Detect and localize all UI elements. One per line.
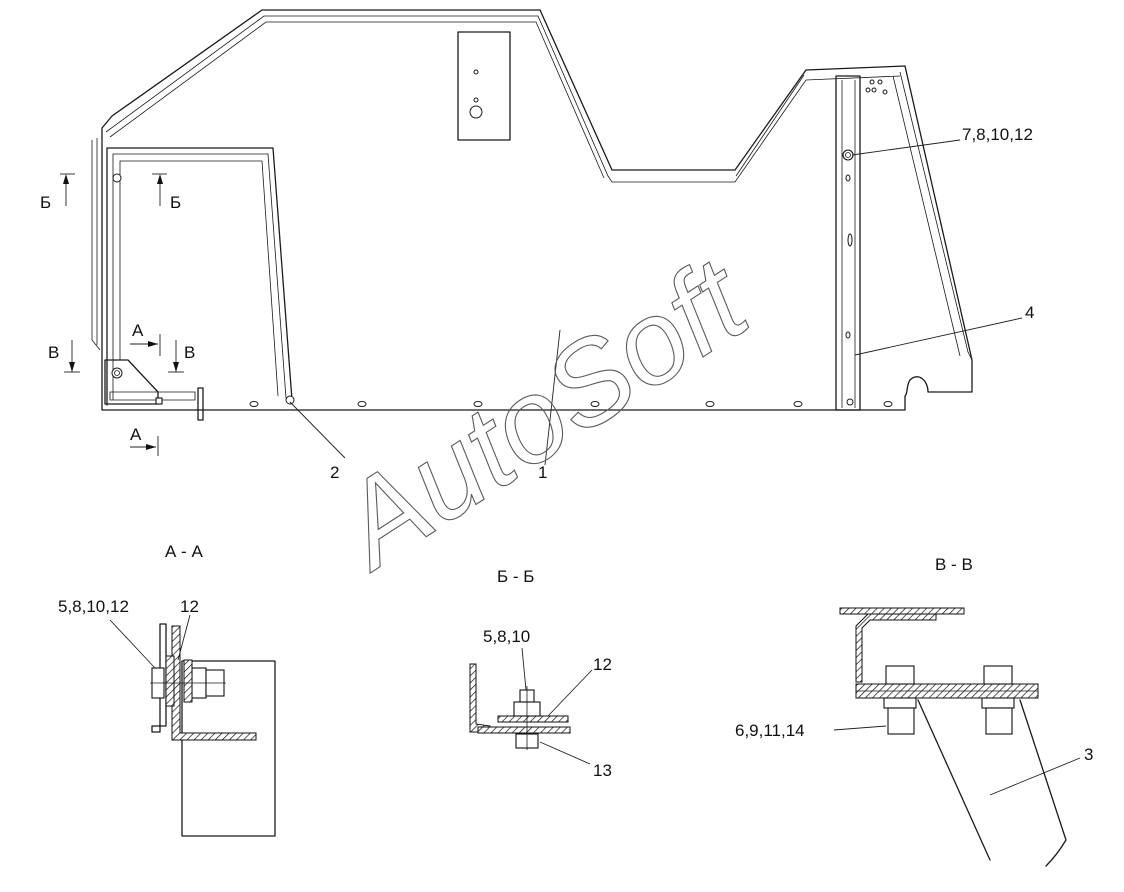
section-bb-view: Б - Б 5,8,10 12 13 (469, 567, 612, 780)
section-mark-a-top (130, 334, 161, 356)
callout-2: 2 (330, 463, 339, 482)
section-mark-b-right (152, 173, 167, 206)
vv-callout-bolt: 6,9,11,14 (735, 721, 805, 740)
mark-a-bottom: А (130, 425, 142, 444)
section-aa-view: А - А 5,8,10,12 12 (58, 542, 276, 837)
bottom-holes (249, 401, 893, 407)
section-vv-title: В - В (935, 555, 973, 574)
mark-b-right: Б (170, 193, 181, 212)
leader-7 (851, 139, 961, 156)
section-bb-title: Б - Б (497, 567, 534, 586)
top-flange-2 (109, 21, 605, 179)
section-aa-title: А - А (165, 542, 203, 561)
callout-1: 1 (538, 463, 547, 482)
panel-outline (101, 9, 973, 411)
corner-bracket (104, 359, 204, 421)
callout-7-8-10-12: 7,8,10,12 (962, 125, 1033, 144)
bb-callout-washer: 12 (593, 655, 612, 674)
part-3-tube (917, 699, 1067, 867)
bb-callout-bolt: 5,8,10 (483, 627, 530, 646)
watermark: AutoSoft (312, 232, 772, 595)
leader-2 (289, 401, 346, 459)
section-mark-b-left (60, 173, 75, 206)
post-part-4 (835, 75, 888, 411)
callout-4: 4 (1025, 303, 1034, 322)
section-mark-v-right (168, 340, 184, 373)
mark-v-right: В (184, 343, 195, 362)
aa-callout-washer: 12 (180, 597, 199, 616)
leader-4 (854, 317, 1023, 356)
mark-a-top: А (132, 321, 144, 340)
right-flange (899, 71, 973, 361)
section-mark-a-bottom (130, 436, 159, 456)
upper-plate (457, 31, 511, 141)
frame-part-2 (106, 147, 295, 406)
mark-b-left: Б (40, 193, 51, 212)
aa-callout-bolt: 5,8,10,12 (58, 597, 129, 616)
mark-v-left: В (48, 343, 59, 362)
top-flange (105, 15, 901, 183)
bb-callout-nut: 13 (593, 761, 612, 780)
leader-1 (544, 329, 561, 466)
main-panel-view: 1 2 4 7,8,10,12 Б Б В В А А (40, 9, 1034, 482)
left-strip (91, 140, 101, 351)
callout-3: 3 (1084, 745, 1093, 764)
section-mark-v-left (64, 340, 80, 373)
section-vv-view: В - В 6,9,11,14 3 (735, 555, 1093, 867)
